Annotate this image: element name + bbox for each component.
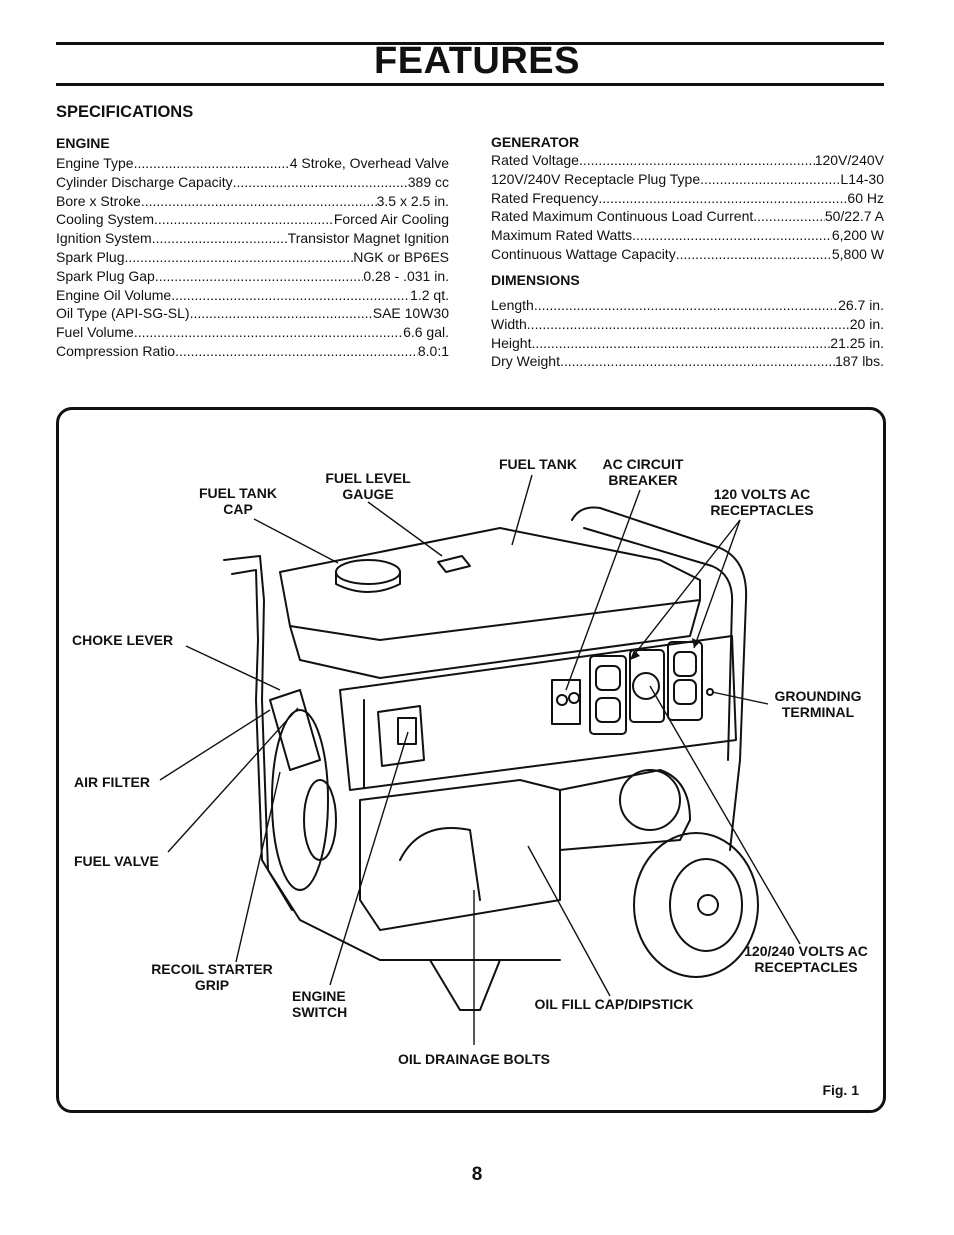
spec-label: 120V/240V Receptacle Plug Type xyxy=(491,170,701,187)
spec-label: Spark Plug Gap xyxy=(56,267,155,284)
spec-value: 3.5 x 2.5 in. xyxy=(376,192,449,209)
spec-row: Maximum Rated Watts 6,200 W xyxy=(491,226,884,245)
spec-value: 1.2 qt. xyxy=(410,286,449,303)
spec-row: Engine Type 4 Stroke, Overhead Valve xyxy=(56,154,449,173)
generator-heading: GENERATOR xyxy=(491,134,580,150)
spec-value: 4 Stroke, Overhead Valve xyxy=(289,155,449,171)
spec-label: Engine Type xyxy=(56,155,134,171)
label-grounding-terminal: GROUNDING TERMINAL xyxy=(774,688,862,720)
spec-row: 120V/240V Receptacle Plug Type L14-30 xyxy=(491,170,884,189)
spec-label: Cooling System xyxy=(56,211,155,228)
spec-value: 21.25 in. xyxy=(830,334,884,351)
spec-row: Bore x Stroke 3.5 x 2.5 in. xyxy=(56,192,449,211)
spec-label: Height xyxy=(491,334,532,351)
spec-value: 187 lbs. xyxy=(834,353,884,370)
spec-label: Continuous Wattage Capacity xyxy=(491,245,676,262)
spec-label: Oil Type (API-SG-SL) xyxy=(56,305,190,322)
label-fuel-level-gauge: FUEL LEVEL GAUGE xyxy=(325,470,411,502)
engine-spec-list: Engine Type 4 Stroke, Overhead ValveCylin… xyxy=(56,154,449,361)
spec-value: Forced Air Cooling xyxy=(333,211,449,228)
spec-row: Engine Oil Volume 1.2 qt. xyxy=(56,286,449,305)
label-fuel-tank: FUEL TANK xyxy=(498,456,578,472)
spec-row: Dry Weight 187 lbs. xyxy=(491,352,884,371)
spec-row: Rated Maximum Continuous Load Current 50/… xyxy=(491,207,884,226)
spec-row: Fuel Volume 6.6 gal. xyxy=(56,323,449,342)
spec-label: Length xyxy=(491,297,534,313)
spec-row: Cooling System Forced Air Cooling xyxy=(56,210,449,229)
spec-label: Cylinder Discharge Capacity xyxy=(56,173,233,190)
spec-value: 26.7 in. xyxy=(838,297,884,313)
dimensions-spec-list: Length 26.7 in. Width 20 in. Height 21.25 in.… xyxy=(491,296,884,371)
spec-row: Spark Plug NGK or BP6ES xyxy=(56,248,449,267)
spec-label: Rated Maximum Continuous Load Current xyxy=(491,208,754,225)
label-120-volts-receptacles: 120 VOLTS AC RECEPTACLES xyxy=(710,486,814,518)
spec-row: Cylinder Discharge Capacity 389 cc xyxy=(56,173,449,192)
spec-label: Ignition System xyxy=(56,230,152,247)
spec-value: 50/22.7 A xyxy=(824,208,884,225)
spec-label: Compression Ratio xyxy=(56,342,176,359)
spec-row: Width 20 in. xyxy=(491,315,884,334)
spec-row: Continuous Wattage Capacity 5,800 W xyxy=(491,245,884,264)
page-title: FEATURES xyxy=(374,40,580,82)
spec-row: Length 26.7 in. xyxy=(491,296,884,315)
figure-frame xyxy=(56,407,886,1113)
spec-value: 0.28 - .031 in. xyxy=(363,267,449,284)
spec-value: 20 in. xyxy=(849,315,884,332)
label-120-240-volts-receptacles: 120/240 VOLTS AC RECEPTACLES xyxy=(744,943,868,975)
figure-caption: Fig. 1 xyxy=(822,1082,859,1098)
label-fuel-tank-cap: FUEL TANK CAP xyxy=(198,485,278,517)
dimensions-heading: DIMENSIONS xyxy=(491,272,580,288)
page-number: 8 xyxy=(471,1164,483,1185)
spec-value: SAE 10W30 xyxy=(372,305,449,322)
spec-label: Dry Weight xyxy=(491,353,560,370)
spec-row: Compression Ratio 8.0:1 xyxy=(56,342,449,361)
engine-heading: ENGINE xyxy=(56,135,110,151)
spec-row: Rated Voltage 120V/240V xyxy=(491,151,884,170)
spec-row: Oil Type (API-SG-SL) SAE 10W30 xyxy=(56,304,449,323)
spec-row: Spark Plug Gap 0.28 - .031 in. xyxy=(56,267,449,286)
spec-label: Rated Frequency xyxy=(491,189,599,206)
spec-value: 60 Hz xyxy=(847,189,884,206)
label-engine-switch: ENGINE SWITCH xyxy=(292,988,348,1020)
spec-row: Height 21.25 in. xyxy=(491,334,884,353)
spec-value: 5,800 W xyxy=(831,245,884,262)
spec-value: L14-30 xyxy=(840,170,884,187)
label-oil-fill-cap-dipstick: OIL FILL CAP/DIPSTICK xyxy=(534,996,694,1012)
spec-label: Fuel Volume xyxy=(56,324,134,341)
spec-value: 120V/240V xyxy=(814,152,884,168)
spec-label: Maximum Rated Watts xyxy=(491,227,633,244)
spec-value: Transistor Magnet Ignition xyxy=(287,230,449,247)
spec-value: NGK or BP6ES xyxy=(353,248,449,265)
spec-value: 8.0:1 xyxy=(417,342,449,359)
spec-label: Engine Oil Volume xyxy=(56,286,172,303)
spec-value: 6,200 W xyxy=(831,227,884,244)
spec-label: Rated Voltage xyxy=(491,152,579,168)
spec-row: Rated Frequency 60 Hz xyxy=(491,189,884,208)
spec-label: Spark Plug xyxy=(56,248,125,265)
spec-label: Bore x Stroke xyxy=(56,192,141,209)
label-oil-drainage-bolts: OIL DRAINAGE BOLTS xyxy=(398,1051,550,1067)
label-air-filter: AIR FILTER xyxy=(74,774,150,790)
spec-value: 389 cc xyxy=(407,173,449,190)
top-rule xyxy=(56,42,884,45)
label-ac-circuit-breaker: AC CIRCUIT BREAKER xyxy=(602,456,684,488)
spec-row: Ignition System Transistor Magnet Ignitio… xyxy=(56,229,449,248)
generator-spec-list: Rated Voltage 120V/240V 120V/240V Receptac… xyxy=(491,151,884,264)
label-recoil-starter-grip: RECOIL STARTER GRIP xyxy=(151,961,273,993)
title-underline xyxy=(56,83,884,86)
spec-value: 6.6 gal. xyxy=(403,324,449,341)
label-choke-lever: CHOKE LEVER xyxy=(72,632,174,648)
spec-label: Width xyxy=(491,315,527,332)
label-fuel-valve: FUEL VALVE xyxy=(74,853,159,869)
specifications-heading: SPECIFICATIONS xyxy=(56,103,194,121)
